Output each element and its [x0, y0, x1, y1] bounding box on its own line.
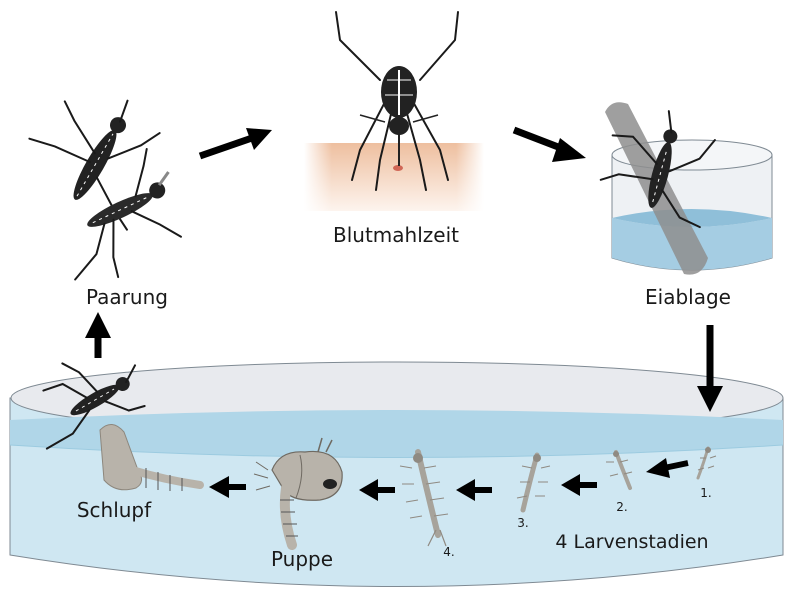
label-blood-meal: Blutmahlzeit	[333, 223, 459, 247]
label-pupa: Puppe	[271, 547, 333, 571]
larva-3	[516, 452, 551, 513]
skin-patch	[304, 143, 484, 211]
larva-2	[606, 450, 633, 490]
arrow-emergence-to-mating	[85, 312, 111, 358]
label-larva-number: 2.	[616, 500, 627, 514]
label-larva-number: 3.	[517, 516, 528, 530]
arrow-larva-1-to-2	[646, 458, 689, 478]
arrow-egg-laying-to-larvae	[697, 325, 723, 412]
label-larva-number: 1.	[700, 486, 711, 500]
arrow-pupa-to-emergence	[209, 476, 246, 498]
arrow-larva-4-to-pupa	[359, 479, 395, 501]
larva-1	[696, 446, 717, 480]
mating-mosquitoes	[28, 99, 183, 281]
label-emergence: Schlupf	[77, 498, 152, 522]
arrow-mating-to-blood-meal	[198, 128, 272, 160]
pupal-exuvia	[99, 424, 204, 491]
label-egg-laying: Eiablage	[645, 285, 731, 309]
feeding-mosquito	[335, 11, 459, 191]
label-mating: Paarung	[86, 285, 168, 309]
arrow-larva-3-to-4	[456, 479, 492, 501]
egg-laying-container	[605, 102, 773, 275]
arrow-larva-2-to-3	[561, 474, 597, 496]
label-larval-stages: 4 Larvenstadien	[555, 531, 708, 553]
larva-4	[399, 449, 449, 547]
egg-laying-mosquito	[599, 110, 716, 229]
water-basin	[9, 361, 784, 587]
emerging-mosquito	[42, 362, 204, 491]
label-larva-number: 4.	[443, 545, 454, 559]
arrow-blood-meal-to-egg-laying	[512, 126, 586, 162]
pupa	[253, 437, 343, 550]
